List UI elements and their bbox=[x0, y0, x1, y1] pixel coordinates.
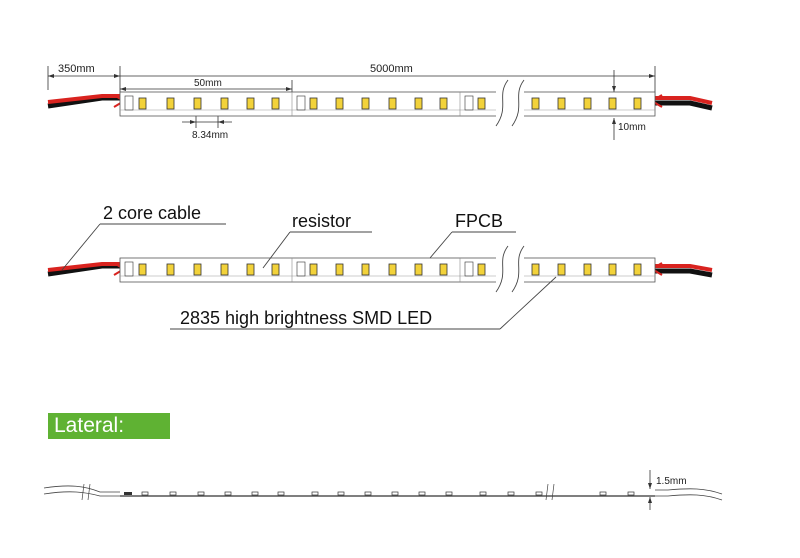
top-led-row bbox=[138, 97, 642, 110]
resistor-marks bbox=[124, 95, 474, 111]
callout-fpcb-label: FPCB bbox=[455, 211, 503, 231]
top-strip-body bbox=[119, 91, 656, 117]
cable-length-label: 350mm bbox=[58, 63, 95, 75]
callout-fpcb: FPCB bbox=[429, 211, 516, 259]
lateral-view: 1.5mm bbox=[43, 470, 723, 510]
left-cable bbox=[47, 94, 126, 109]
callout-cable: 2 core cable bbox=[61, 203, 226, 271]
led-pitch-label: 8.34mm bbox=[192, 130, 228, 141]
callout-cable-label: 2 core cable bbox=[103, 203, 201, 223]
right-cable bbox=[650, 94, 713, 111]
strip-length-label: 5000mm bbox=[370, 63, 413, 75]
callout-led: 2835 high brightness SMD LED bbox=[170, 276, 557, 330]
annotated-strip-body bbox=[119, 257, 656, 283]
callout-resistor-label: resistor bbox=[292, 211, 351, 231]
segment-length-label: 50mm bbox=[194, 78, 222, 89]
lateral-header-label: Lateral: bbox=[54, 414, 125, 437]
strip-width-label: 10mm bbox=[618, 122, 646, 133]
callout-resistor: resistor bbox=[262, 211, 372, 269]
annotated-led-row bbox=[138, 263, 642, 276]
thickness-label: 1.5mm bbox=[656, 476, 687, 487]
top-strip-view: 350mm 5000mm 50mm 10mm 8.34mm bbox=[47, 63, 713, 141]
lateral-led-profiles bbox=[141, 491, 635, 496]
callout-led-label: 2835 high brightness SMD LED bbox=[180, 308, 432, 328]
lateral-header-box bbox=[48, 413, 170, 439]
annotated-strip-view: 2 core cable resistor FPCB 2835 high bri… bbox=[47, 203, 713, 330]
